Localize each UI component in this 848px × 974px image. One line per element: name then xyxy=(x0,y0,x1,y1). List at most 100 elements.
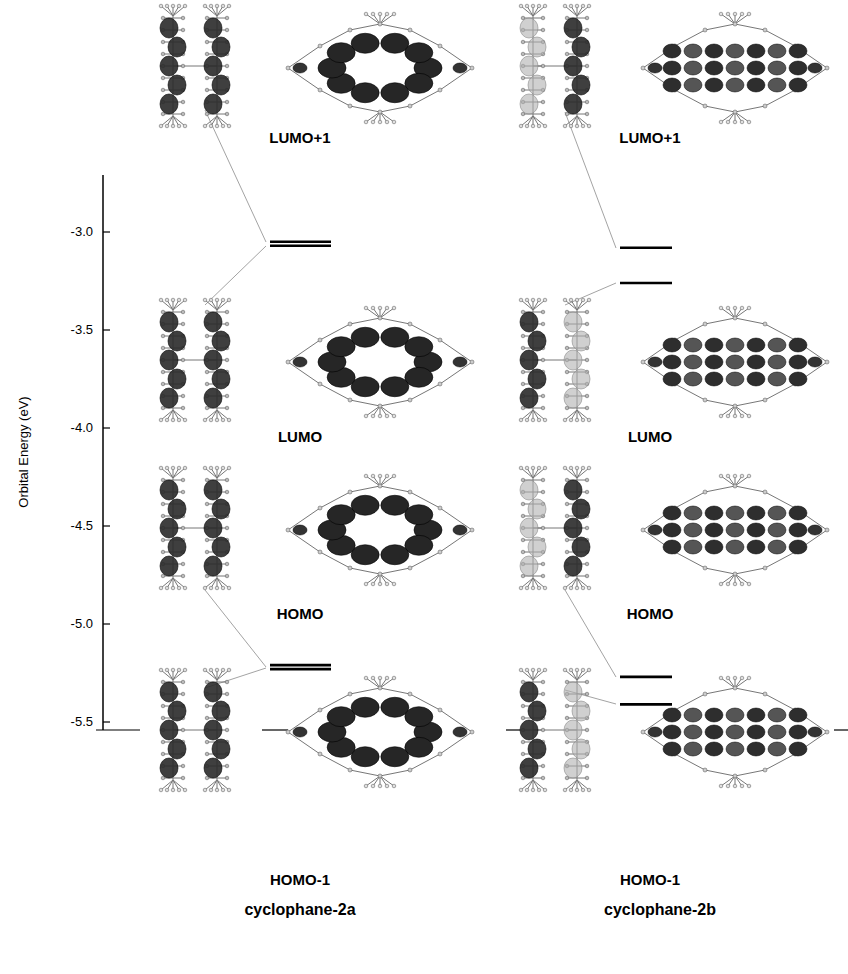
atom xyxy=(587,788,591,792)
orbital-lobe xyxy=(663,708,681,722)
atom xyxy=(565,538,569,542)
bond xyxy=(350,24,380,30)
bond xyxy=(380,770,410,776)
atom xyxy=(203,668,207,672)
orbital-lobe xyxy=(160,720,178,740)
leader-line xyxy=(565,112,616,248)
atom xyxy=(209,124,213,128)
atom xyxy=(392,12,396,16)
atom xyxy=(371,676,375,680)
atom xyxy=(378,22,382,26)
orbital-lobe xyxy=(204,758,222,778)
atom xyxy=(203,4,207,8)
atom xyxy=(221,668,225,672)
bond xyxy=(350,106,380,112)
orbital-lobe xyxy=(520,94,538,114)
orbital-lobe xyxy=(520,556,538,576)
atom xyxy=(183,298,187,302)
orbital-lobe xyxy=(726,506,744,520)
orbital-lobe xyxy=(726,372,744,386)
bond xyxy=(675,324,705,340)
orbital-lobe xyxy=(789,725,807,739)
orbital-lobe xyxy=(351,327,379,347)
atom xyxy=(703,28,707,32)
atom xyxy=(719,414,723,418)
atom xyxy=(165,586,169,590)
atom xyxy=(521,370,525,374)
orbital-lobe xyxy=(684,708,702,722)
orbital-lobe xyxy=(293,727,307,737)
orbital-lobe xyxy=(663,523,681,537)
orbital-lobe xyxy=(160,312,178,332)
atom xyxy=(585,322,589,326)
top-view-orbital xyxy=(641,306,829,418)
atom xyxy=(318,550,322,554)
bond xyxy=(380,112,394,122)
atom xyxy=(348,104,352,108)
atom xyxy=(541,100,545,104)
orbital-label: HOMO-1 xyxy=(620,872,680,889)
orbital-lobe xyxy=(663,44,681,58)
orbital-lobe xyxy=(160,18,178,38)
bond xyxy=(350,770,380,776)
atom xyxy=(565,346,569,350)
atom xyxy=(703,566,707,570)
atom xyxy=(581,668,585,672)
tick-label: -5.0 xyxy=(71,617,93,631)
atom xyxy=(763,398,767,402)
atom xyxy=(703,322,707,326)
orbital-label: LUMO+1 xyxy=(269,130,330,147)
orbital-lobe xyxy=(160,758,178,778)
atom xyxy=(740,582,744,586)
atom xyxy=(563,298,567,302)
orbital-lobe xyxy=(726,725,744,739)
atom xyxy=(521,550,525,554)
atom xyxy=(587,586,591,590)
atom xyxy=(537,124,541,128)
atom xyxy=(585,358,589,362)
atom xyxy=(183,124,187,128)
orbital-lobe xyxy=(564,518,582,538)
bond xyxy=(735,308,749,318)
atom xyxy=(740,120,744,124)
atom xyxy=(521,88,525,92)
orbital-lobe xyxy=(453,357,467,367)
orbital-lobe xyxy=(564,388,582,408)
atom xyxy=(531,124,535,128)
orbital-lobe xyxy=(789,708,807,722)
baseline xyxy=(834,729,848,730)
atom xyxy=(825,730,829,734)
atom xyxy=(181,478,185,482)
atom xyxy=(203,124,207,128)
orbital-lobe xyxy=(768,725,786,739)
atom xyxy=(161,52,165,56)
atom xyxy=(726,676,730,680)
atom xyxy=(348,322,352,326)
atom xyxy=(221,418,225,422)
atom xyxy=(565,76,569,80)
atom xyxy=(763,490,767,494)
atom xyxy=(740,676,744,680)
atom xyxy=(183,668,187,672)
orbital-lobe xyxy=(528,537,546,557)
atom xyxy=(587,298,591,302)
atom xyxy=(371,306,375,310)
atom xyxy=(537,788,541,792)
orbital-lobe xyxy=(684,78,702,92)
atom xyxy=(531,298,535,302)
atom xyxy=(225,680,229,684)
atom xyxy=(587,466,591,470)
bond xyxy=(533,410,545,420)
atom xyxy=(563,466,567,470)
orbital-lobe xyxy=(564,720,582,740)
atom xyxy=(225,478,229,482)
atom xyxy=(205,88,209,92)
energy-level xyxy=(270,664,331,667)
orbital-label: LUMO xyxy=(628,429,672,446)
bond xyxy=(173,468,185,478)
orbital-lobe xyxy=(381,377,409,397)
atom xyxy=(525,124,529,128)
atom xyxy=(581,418,585,422)
orbital-lobe xyxy=(204,556,222,576)
atom xyxy=(585,692,589,696)
